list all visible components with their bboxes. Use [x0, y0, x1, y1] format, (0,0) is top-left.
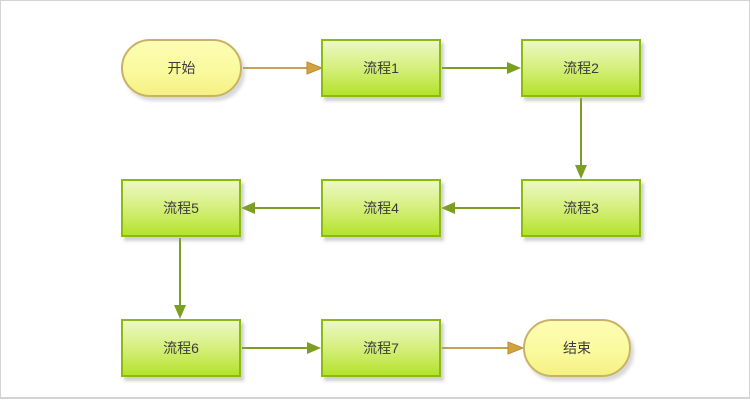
node-process-4: 流程4	[321, 179, 441, 237]
edge-p3-to-p4	[441, 202, 520, 214]
arrowhead-right-icon	[307, 342, 321, 354]
node-process-7: 流程7	[321, 319, 441, 377]
node-process-2: 流程2	[521, 39, 641, 97]
arrowhead-right-icon	[507, 62, 521, 74]
arrowhead-left-icon	[441, 202, 455, 214]
arrowhead-down-icon	[174, 305, 186, 319]
node-process-4-label: 流程4	[363, 200, 399, 216]
edge-start-to-p1	[243, 61, 324, 75]
edge-p7-to-end	[442, 341, 525, 355]
node-process-1-label: 流程1	[363, 60, 399, 76]
edge-p2-to-p3	[575, 98, 587, 179]
node-process-1: 流程1	[321, 39, 441, 97]
edge-p4-to-p5	[241, 202, 320, 214]
edge-p6-to-p7	[242, 342, 321, 354]
edge-p5-to-p6	[174, 238, 186, 319]
node-end-label: 结束	[563, 340, 591, 356]
arrowhead-right-icon	[306, 61, 324, 75]
node-start-label: 开始	[167, 60, 196, 76]
arrowhead-right-icon	[507, 341, 525, 355]
arrowhead-left-icon	[241, 202, 255, 214]
node-end: 结束	[523, 319, 631, 377]
node-process-7-label: 流程7	[363, 340, 399, 356]
node-process-6: 流程6	[121, 319, 241, 377]
node-process-6-label: 流程6	[163, 340, 199, 356]
node-process-5: 流程5	[121, 179, 241, 237]
node-process-2-label: 流程2	[563, 60, 599, 76]
node-process-3-label: 流程3	[563, 200, 599, 216]
edge-p1-to-p2	[442, 62, 521, 74]
node-process-3: 流程3	[521, 179, 641, 237]
arrowhead-down-icon	[575, 165, 587, 179]
node-process-5-label: 流程5	[163, 200, 199, 216]
node-start: 开始	[121, 39, 242, 97]
